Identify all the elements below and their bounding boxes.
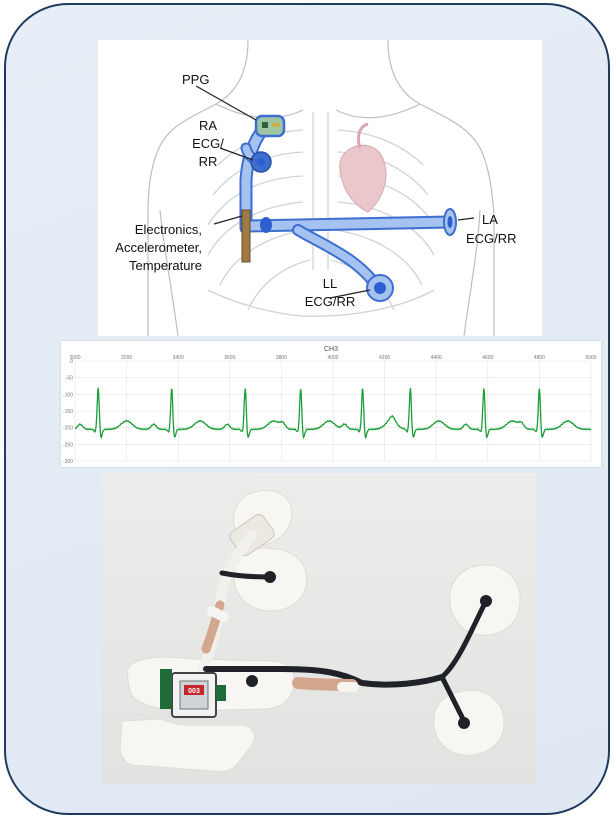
- label-la-line1: LA: [482, 212, 498, 227]
- snap-center: [246, 675, 258, 687]
- y-tick-label: -300: [63, 459, 73, 465]
- anatomy-panel: PPG RA ECG/ RR Electronics, Acceleromete…: [98, 39, 542, 337]
- chart-grid: [74, 360, 592, 462]
- y-tick-label: 0: [70, 359, 73, 365]
- adhesive-pads: [119, 489, 521, 773]
- label-ll-line1: LL: [323, 276, 337, 291]
- chart-title: CH3: [324, 346, 338, 353]
- label-ra-line2: ECG/: [192, 136, 224, 151]
- y-tick-label: -200: [63, 426, 73, 432]
- label-electronics-line1: Electronics,: [135, 222, 202, 237]
- x-tick-label: 3000: [69, 355, 80, 361]
- snap-ll: [458, 717, 470, 729]
- x-tick-label: 4200: [379, 355, 390, 361]
- ecg-series-line: [74, 387, 592, 440]
- pad-bottom: [119, 718, 255, 773]
- electrode-la-center: [447, 216, 453, 228]
- device-photo-illustration: 003: [119, 489, 521, 773]
- label-ra-line3: RR: [199, 154, 218, 169]
- x-tick-label: 5000: [585, 355, 596, 361]
- y-axis-ticks: 0 -50 -100 -150 -200 -250 -300: [63, 359, 73, 465]
- x-tick-label: 3600: [224, 355, 235, 361]
- snap-ra: [264, 571, 276, 583]
- label-electronics-line2: Accelerometer,: [115, 240, 202, 255]
- x-tick-label: 4400: [431, 355, 442, 361]
- electrode-ra-center: [257, 158, 265, 166]
- ecg-chart: CH3 3000 3200 3400 3600 3800 4000 4200 4400 4600…: [63, 346, 597, 465]
- electrode-ll-center: [374, 282, 386, 294]
- x-tick-label: 3800: [276, 355, 287, 361]
- anatomy-illustration: PPG RA ECG/ RR Electronics, Acceleromete…: [115, 39, 517, 337]
- x-axis-ticks: 3000 3200 3400 3600 3800 4000 4200 4400 4600 4800…: [69, 355, 596, 361]
- y-tick-label: -100: [63, 392, 73, 398]
- snap-la: [480, 595, 492, 607]
- label-ll-line2: ECG/RR: [305, 294, 356, 309]
- x-tick-label: 4800: [534, 355, 545, 361]
- electrode-center: [260, 217, 272, 233]
- leader-lines: [195, 85, 475, 299]
- device-photo: 003: [102, 473, 536, 784]
- electronics-module: [241, 209, 251, 263]
- ppg-sensor: [254, 114, 286, 138]
- x-tick-label: 3200: [121, 355, 132, 361]
- ecg-chart-panel: CH3 3000 3200 3400 3600 3800 4000 4200 4400 4600…: [61, 341, 601, 467]
- y-tick-label: -250: [63, 442, 73, 448]
- cables: [197, 530, 489, 724]
- label-electronics-line3: Temperature: [129, 258, 202, 273]
- x-tick-label: 4600: [482, 355, 493, 361]
- x-tick-label: 4000: [327, 355, 338, 361]
- y-tick-label: -150: [63, 409, 73, 415]
- label-la-line2: ECG/RR: [466, 231, 517, 246]
- x-tick-label: 3400: [173, 355, 184, 361]
- electronics-pcb: 003: [160, 669, 226, 718]
- pcb-label: 003: [188, 688, 200, 695]
- figure-frame: PPG RA ECG/ RR Electronics, Acceleromete…: [4, 3, 610, 815]
- label-ra-line1: RA: [199, 118, 217, 133]
- y-tick-label: -50: [66, 376, 73, 382]
- label-ppg: PPG: [182, 72, 209, 87]
- heart-shape: [339, 122, 387, 213]
